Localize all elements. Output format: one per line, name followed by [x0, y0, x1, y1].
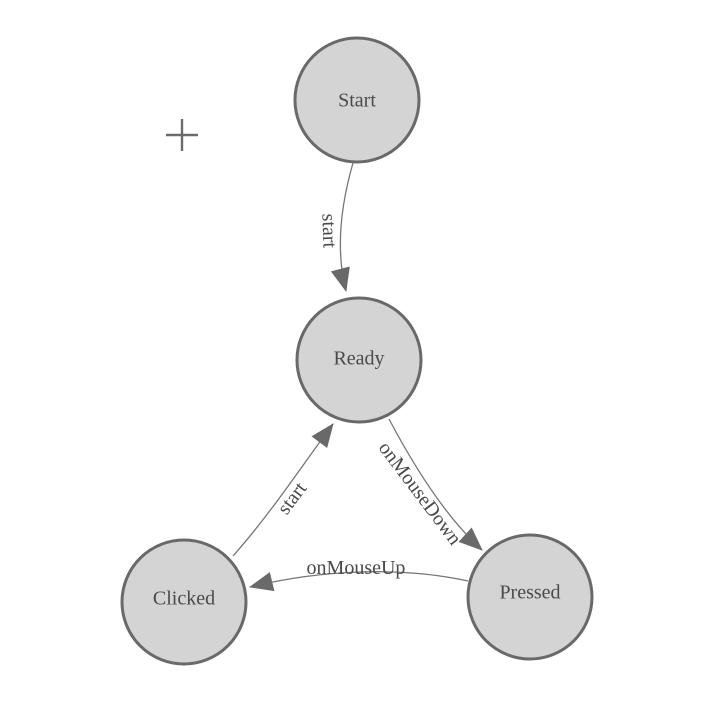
node-start-label: Start — [338, 89, 376, 111]
node-clicked-circle[interactable] — [120, 538, 248, 666]
plus-crosshair-icon — [166, 119, 198, 151]
node-pressed[interactable]: Pressed — [466, 533, 594, 661]
node-ready-label: Ready — [333, 347, 384, 369]
node-start-circle[interactable] — [293, 36, 421, 164]
node-clicked-label: Clicked — [153, 587, 215, 609]
node-ready[interactable]: Ready — [295, 296, 423, 424]
node-clicked[interactable]: Clicked — [120, 538, 248, 666]
node-pressed-label: Pressed — [499, 581, 560, 603]
edge-start-to-ready: start — [317, 162, 354, 293]
edge-ready-to-pressed: onMouseDown — [374, 418, 483, 551]
edge-pressed-to-clicked: onMouseUp — [248, 557, 469, 592]
edge-start-to-ready-line[interactable] — [330, 162, 354, 293]
node-start[interactable]: Start — [293, 36, 421, 164]
node-ready-circle[interactable] — [295, 296, 423, 424]
node-pressed-circle[interactable] — [466, 533, 594, 661]
edge-pressed-to-clicked-line[interactable] — [248, 571, 469, 592]
edge-label-onmousedown: onMouseDown — [374, 438, 466, 550]
edge-label-onmouseup: onMouseUp — [307, 557, 406, 579]
edge-clicked-to-ready-line[interactable] — [232, 423, 334, 557]
edge-label-start-2: start — [273, 478, 312, 519]
edge-ready-to-pressed-line[interactable] — [388, 418, 483, 551]
edge-clicked-to-ready: start — [232, 423, 334, 557]
edge-label-start-1: start — [317, 213, 340, 249]
